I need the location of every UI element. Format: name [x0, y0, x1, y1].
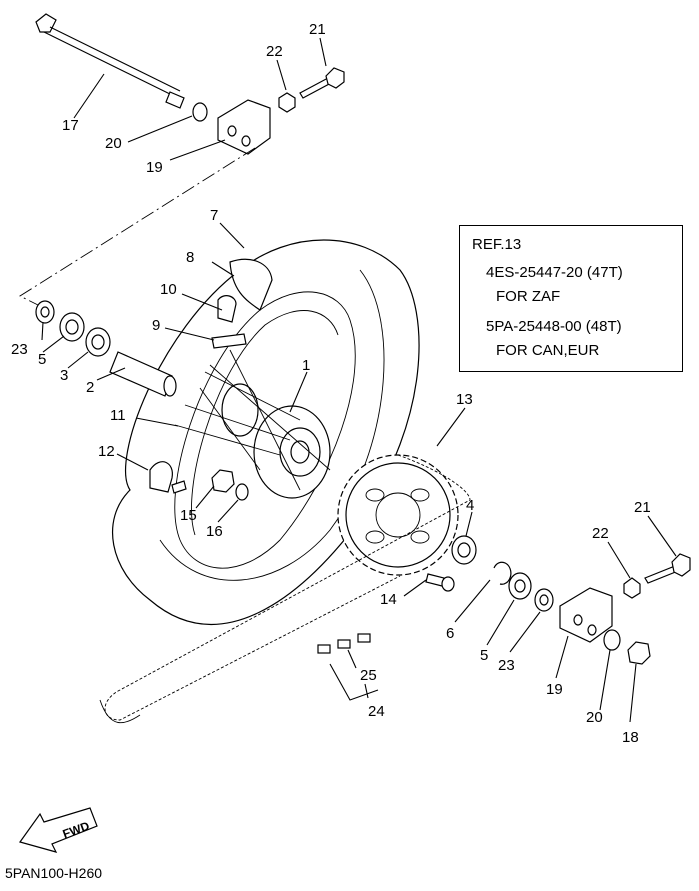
bolt-top: [299, 67, 345, 99]
callout-13: 13: [456, 391, 473, 408]
callout-11: 11: [110, 407, 126, 424]
oil-seal-left: [59, 312, 85, 342]
callout-5-right: 5: [480, 647, 488, 664]
callout-14: 14: [380, 591, 397, 608]
bearing-4: [451, 535, 477, 565]
collar-left: [35, 300, 55, 324]
callout-20-top: 20: [105, 135, 122, 152]
bolt-right: [644, 553, 691, 584]
callout-6: 6: [446, 625, 454, 642]
rim-part: [174, 291, 356, 569]
chain-adjuster-top: [217, 99, 271, 155]
diagram-code: 5PAN100-H260: [5, 865, 103, 881]
callout-22-right: 22: [592, 525, 609, 542]
callout-12: 12: [98, 443, 115, 460]
valve-part: [211, 333, 247, 349]
callout-23-right: 23: [498, 657, 515, 674]
callout-16: 16: [206, 523, 223, 540]
hub-part: [221, 383, 331, 499]
callout-19-top: 19: [146, 159, 163, 176]
callout-25: 25: [360, 667, 377, 684]
washer-right: [603, 629, 621, 651]
leader-lines: [41, 37, 677, 723]
callout-22-top: 22: [266, 43, 283, 60]
callout-17: 17: [62, 117, 79, 134]
ref-line-4: FOR CAN,EUR: [496, 342, 600, 359]
callout-4: 4: [466, 497, 474, 514]
chain-adjuster-right: [559, 587, 613, 643]
callout-21-top: 21: [309, 21, 326, 38]
ref-line-2: FOR ZAF: [496, 288, 561, 305]
collar-right: [534, 588, 554, 612]
oil-seal-right: [508, 572, 532, 600]
bearing-left: [85, 327, 111, 357]
callout-21-right: 21: [634, 499, 651, 516]
callout-1: 1: [302, 357, 310, 374]
callout-10: 10: [160, 281, 177, 298]
bolt-14: [425, 573, 455, 592]
nut-18: [627, 641, 651, 665]
rim-lock-part: [149, 461, 187, 494]
callout-5-left: 5: [38, 351, 46, 368]
nut-15: [211, 469, 235, 493]
chain-joint: [317, 633, 371, 654]
nut-right: [623, 577, 641, 599]
callout-7: 7: [210, 207, 218, 224]
rim-band: [229, 258, 273, 311]
callout-23-left: 23: [11, 341, 28, 358]
callout-9: 9: [152, 317, 160, 334]
callout-15: 15: [180, 507, 197, 524]
ref-title: REF.13: [472, 236, 522, 253]
callout-20-right: 20: [586, 709, 603, 726]
callout-24: 24: [368, 703, 385, 720]
ref-line-1: 4ES-25447-20 (47T): [486, 264, 623, 281]
forward-arrow-icon: FWD: [19, 807, 98, 853]
sprocket-part: [337, 454, 459, 576]
callout-3: 3: [60, 367, 68, 384]
callout-18: 18: [622, 729, 639, 746]
callout-2: 2: [86, 379, 94, 396]
circlip-part: [493, 561, 512, 585]
ref-line-3: 5PA-25448-00 (48T): [486, 318, 622, 335]
reference-box: REF.13 4ES-25447-20 (47T) FOR ZAF 5PA-25…: [459, 225, 683, 372]
callout-19-right: 19: [546, 681, 563, 698]
tube-part: [217, 295, 237, 323]
callouts: 17 20 19 22 21 7 8 10 9 23 5 3 2 1 11 12…: [11, 21, 651, 746]
spokes: [174, 349, 331, 491]
drive-chain: [104, 454, 471, 721]
callout-8: 8: [186, 249, 194, 266]
axle-part: [35, 13, 185, 109]
washer-16: [235, 483, 249, 501]
washer-top: [192, 102, 208, 122]
collar-part: [109, 351, 177, 397]
nut-top: [278, 92, 296, 113]
